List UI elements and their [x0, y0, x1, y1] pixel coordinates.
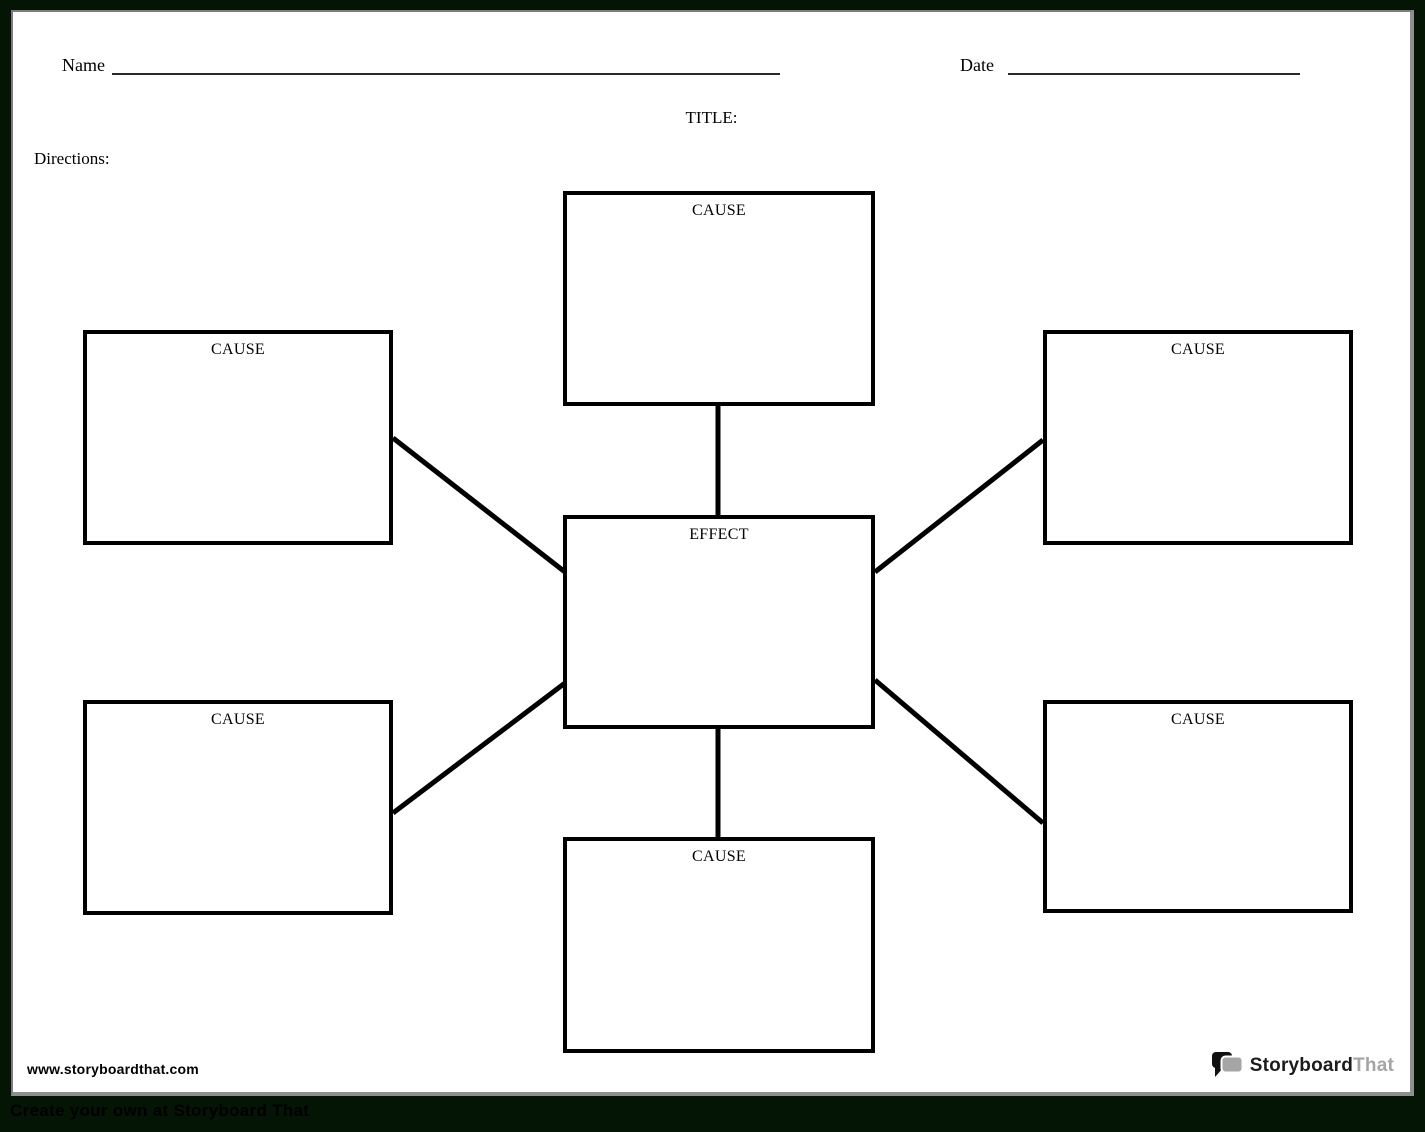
cause-box-right-upper[interactable]: CAUSE: [1043, 330, 1353, 545]
cause-box-left-lower-label: CAUSE: [211, 711, 265, 728]
effect-box-label: EFFECT: [689, 526, 749, 543]
cause-box-bottom[interactable]: CAUSE: [563, 837, 875, 1053]
cause-box-top-label: CAUSE: [692, 202, 746, 219]
logo-text-primary: Storyboard: [1249, 1055, 1354, 1076]
connector-left-upper-diagonal: [391, 436, 567, 574]
cause-box-right-lower[interactable]: CAUSE: [1043, 700, 1353, 913]
directions-label: Directions:: [34, 149, 110, 168]
cause-box-left-upper[interactable]: CAUSE: [83, 330, 393, 545]
cause-box-right-lower-label: CAUSE: [1171, 711, 1225, 728]
date-label: Date: [960, 55, 994, 75]
cause-box-right-upper-label: CAUSE: [1171, 341, 1225, 358]
watermark-text: Create your own at Storyboard That: [10, 1101, 310, 1120]
cause-box-bottom-label: CAUSE: [692, 848, 746, 865]
date-input-line[interactable]: [1008, 73, 1300, 75]
title-label: TITLE:: [685, 108, 738, 127]
connector-left-lower-diagonal: [391, 681, 567, 815]
name-input-line[interactable]: [112, 73, 780, 75]
cause-box-left-lower[interactable]: CAUSE: [83, 700, 393, 915]
name-label: Name: [62, 55, 105, 75]
effect-box[interactable]: EFFECT: [563, 515, 875, 729]
logo-text: StoryboardThat: [1250, 1055, 1394, 1077]
logo-text-secondary: That: [1353, 1055, 1394, 1076]
connector-right-upper-diagonal: [873, 438, 1045, 574]
speech-bubbles-icon: [1211, 1052, 1244, 1077]
website-url: www.storyboardthat.com: [27, 1061, 199, 1077]
cause-box-top[interactable]: CAUSE: [563, 191, 875, 406]
connector-right-lower-diagonal: [873, 678, 1045, 825]
storyboardthat-logo: StoryboardThat: [1211, 1050, 1394, 1082]
worksheet-sheet: Name Date TITLE: Directions: CAUSE CAUSE…: [11, 10, 1414, 1096]
cause-box-left-upper-label: CAUSE: [211, 341, 265, 358]
